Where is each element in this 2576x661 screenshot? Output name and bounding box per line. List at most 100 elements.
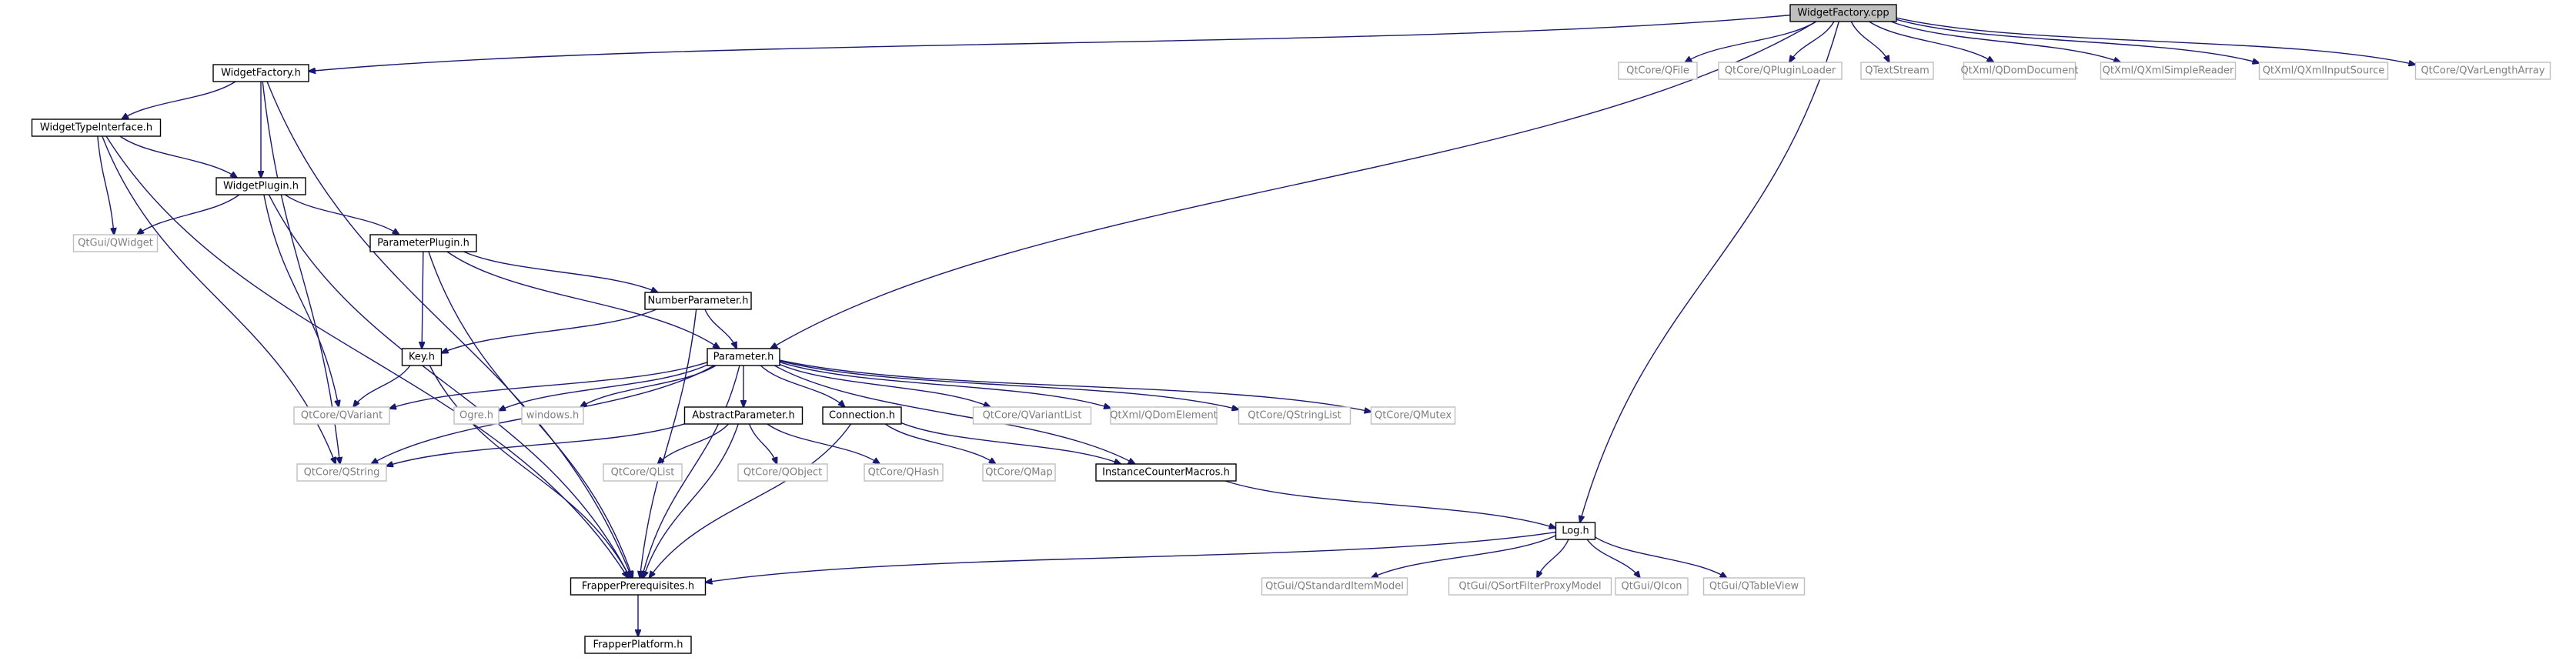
node-box: [1238, 406, 1351, 425]
node-frapperprerequisites-h[interactable]: FrapperPrerequisites.h: [570, 577, 707, 596]
node-widgettypeinterface-h[interactable]: WidgetTypeInterface.h: [31, 119, 162, 137]
node-box: [216, 177, 306, 195]
edge-parameter-h-to-windows-h: [580, 365, 717, 407]
node-qtcore-qvariant: QtCore/QVariant: [293, 406, 390, 425]
node-box: [1718, 62, 1843, 80]
edge-widgettypeinterface-h-to-widgetplugin-h: [119, 135, 237, 178]
node-box: [1110, 406, 1218, 425]
node-qtxml-qdomdocument: QtXml/QDomDocument: [1960, 62, 2079, 80]
node-box: [644, 292, 752, 310]
node-box: [570, 577, 707, 596]
edge-parameter-h-to-qtcore-qstringlist: [779, 360, 1239, 409]
edge-widgetfactory-cpp-to-parameter-h: [770, 21, 1817, 349]
edge-parameter-h-to-frapperprerequisites-h: [642, 365, 740, 578]
node-qtgui-qstandarditemmodel: QtGui/QStandardItemModel: [1261, 577, 1408, 596]
edge-widgetplugin-h-to-parameterplugin-h: [284, 194, 399, 235]
edge-connection-h-to-frapperprerequisites-h: [649, 423, 852, 578]
node-box: [1618, 62, 1698, 80]
edge-widgetfactory-cpp-to-qtxml-qxmlinputsource: [1896, 18, 2260, 63]
node-box: [584, 636, 692, 654]
node-box: [72, 234, 159, 252]
edge-widgetplugin-h-to-qtcore-qvariant: [263, 194, 339, 407]
edge-widgetfactory-h-to-widgettypeinterface-h: [122, 81, 236, 119]
edge-widgetfactory-cpp-to-qtxml-qxmlsimplereader: [1890, 21, 2120, 62]
node-qtgui-qicon: QtGui/QIcon: [1615, 577, 1689, 596]
edge-widgetfactory-cpp-to-widgetfactory-h: [309, 14, 1791, 72]
node-label: Log.h: [1562, 526, 1589, 537]
node-label: QtGui/QIcon: [1621, 581, 1682, 593]
edge-parameterplugin-h-to-parameter-h: [446, 251, 720, 349]
node-box: [683, 406, 804, 425]
edge-abstractparameter-h-to-qtcore-qlist: [657, 423, 730, 464]
node-instancecountermacros-h[interactable]: InstanceCounterMacros.h: [1095, 463, 1237, 482]
node-box: [1702, 577, 1806, 596]
node-connection-h[interactable]: Connection.h: [822, 406, 902, 425]
edge-parameterplugin-h-to-key-h: [422, 251, 423, 349]
node-frapperplatform-h[interactable]: FrapperPlatform.h: [584, 636, 692, 654]
node-ogre-h: Ogre.h: [453, 406, 499, 425]
node-qtcore-qhash: QtCore/QHash: [864, 463, 944, 482]
node-label: QtXml/QXmlSimpleReader: [2103, 65, 2234, 77]
node-box: [1555, 522, 1596, 540]
node-label: QtGui/QSortFilterProxyModel: [1458, 581, 1601, 593]
edge-parameter-h-to-ogre-h: [499, 364, 708, 410]
node-widgetplugin-h[interactable]: WidgetPlugin.h: [216, 177, 306, 195]
node-widgetfactory-h[interactable]: WidgetFactory.h: [212, 64, 309, 82]
edge-numberparameter-h-to-frapperprerequisites-h: [640, 309, 697, 578]
edge-widgetfactory-h-to-qtcore-qstring: [262, 81, 340, 464]
node-qtcore-qvariantlist: QtCore/QVariantList: [972, 406, 1092, 425]
node-label: QtCore/QObject: [743, 467, 822, 479]
node-box: [737, 463, 828, 482]
node-qtcore-qvarlengtharray: QtCore/QVarLengthArray: [2414, 62, 2551, 80]
edge-log-h-to-qtgui-qtableview: [1595, 536, 1727, 578]
node-qtxml-qxmlinputsource: QtXml/QXmlInputSource: [2258, 62, 2389, 80]
edge-widgetfactory-cpp-to-qtcore-qfile: [1685, 21, 1817, 62]
edge-widgettypeinterface-h-to-frapperprerequisites-h: [105, 135, 628, 578]
node-label: Connection.h: [829, 410, 895, 422]
node-qtxml-qdomelement: QtXml/QDomElement: [1110, 406, 1218, 425]
node-label: QtCore/QPluginLoader: [1725, 65, 1836, 77]
edge-connection-h-to-instancecountermacros-h: [900, 422, 1121, 464]
node-widgetfactory-cpp[interactable]: WidgetFactory.cpp: [1789, 4, 1897, 22]
node-box: [2258, 62, 2389, 80]
node-box: [982, 463, 1056, 482]
node-box: [212, 64, 309, 82]
node-label: QtGui/QWidget: [78, 238, 153, 249]
node-parameter-h[interactable]: Parameter.h: [707, 348, 780, 366]
edge-widgetfactory-h-to-frapperprerequisites-h: [266, 81, 632, 578]
edge-instancecountermacros-h-to-log-h: [1225, 480, 1556, 528]
edge-log-h-to-qtgui-qicon: [1586, 539, 1640, 578]
node-label: WidgetFactory.h: [221, 68, 301, 79]
edge-log-h-to-frapperprerequisites-h: [706, 531, 1556, 583]
node-label: Parameter.h: [713, 352, 774, 363]
node-qtgui-qwidget: QtGui/QWidget: [72, 234, 159, 252]
node-qtgui-qsortfilterproxymodel: QtGui/QSortFilterProxyModel: [1448, 577, 1612, 596]
edge-widgetfactory-cpp-to-qtcore-qpluginloader: [1789, 21, 1835, 62]
node-box: [401, 348, 443, 366]
node-qtcore-qmutex: QtCore/QMutex: [1370, 406, 1456, 425]
node-abstractparameter-h[interactable]: AbstractParameter.h: [683, 406, 804, 425]
node-qtcore-qstringlist: QtCore/QStringList: [1238, 406, 1351, 425]
node-qtcore-qmap: QtCore/QMap: [982, 463, 1056, 482]
node-label: FrapperPrerequisites.h: [582, 581, 694, 593]
edge-abstractparameter-h-to-qtcore-qobject: [748, 423, 777, 464]
node-parameterplugin-h[interactable]: ParameterPlugin.h: [369, 234, 477, 252]
node-label: QTextStream: [1865, 65, 1929, 77]
node-box: [1789, 4, 1897, 22]
node-windows-h: windows.h: [521, 406, 584, 425]
edge-key-h-to-qtcore-qvariant: [353, 365, 411, 407]
edge-key-h-to-frapperprerequisites-h: [429, 365, 630, 578]
edge-widgetplugin-h-to-qtgui-qwidget: [137, 194, 240, 235]
node-label: ParameterPlugin.h: [377, 238, 469, 249]
node-label: QtCore/QVarLengthArray: [2421, 65, 2544, 77]
node-numberparameter-h[interactable]: NumberParameter.h: [644, 292, 752, 310]
node-label: WidgetPlugin.h: [223, 181, 299, 192]
node-layer: WidgetFactory.cppWidgetFactory.hWidgetTy…: [31, 4, 2551, 654]
node-box: [1095, 463, 1237, 482]
edge-parameterplugin-h-to-numberparameter-h: [463, 251, 657, 292]
node-log-h[interactable]: Log.h: [1555, 522, 1596, 540]
node-key-h[interactable]: Key.h: [401, 348, 443, 366]
node-box: [603, 463, 683, 482]
edge-widgetfactory-cpp-to-qtextstream: [1850, 21, 1889, 62]
